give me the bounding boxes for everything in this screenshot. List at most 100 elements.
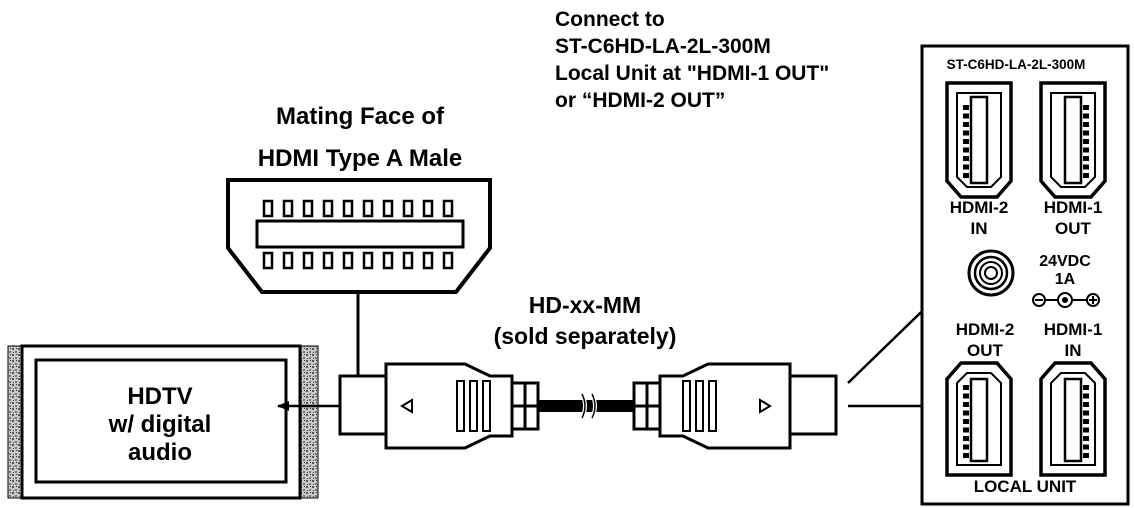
port-contact xyxy=(963,139,969,144)
port-contact xyxy=(1083,419,1089,424)
hdmi-2-in-label-1: HDMI-2 xyxy=(950,198,1009,217)
bottom-pin-row xyxy=(262,251,454,270)
connector-pin xyxy=(442,199,454,218)
port-contact xyxy=(963,122,969,127)
connector-pin xyxy=(422,251,434,270)
port-contact xyxy=(1083,122,1089,127)
port-contact xyxy=(963,105,969,110)
hdmi-cable xyxy=(338,362,838,450)
hdmi-1-in-label-1: HDMI-1 xyxy=(1044,320,1103,339)
port-contact xyxy=(1083,130,1089,136)
port-contact xyxy=(963,130,969,136)
connector-pin xyxy=(302,199,314,218)
hdmi-2-out-label-1: HDMI-2 xyxy=(956,320,1015,339)
port-contact xyxy=(1083,139,1089,144)
connect-note-line2: ST-C6HD-LA-2L-300M xyxy=(555,35,771,58)
connector-pin xyxy=(282,199,294,218)
port-contact xyxy=(963,427,969,433)
hdmi-2-out-label-2: OUT xyxy=(967,341,1004,360)
mating-face-line1: Mating Face of xyxy=(276,103,445,130)
port-contact xyxy=(963,173,969,178)
hdtv-line1: HDTV xyxy=(127,383,192,410)
connector-pin xyxy=(442,251,454,270)
hdmi-2-in-label-2: IN xyxy=(971,219,988,238)
port-contact xyxy=(963,436,969,441)
connector-pin xyxy=(322,251,334,270)
port-contact xyxy=(963,113,969,119)
port-contact xyxy=(1083,402,1089,407)
port-contact xyxy=(963,393,969,399)
top-pin-row xyxy=(262,199,454,218)
left-plug-body xyxy=(384,362,514,450)
connector-pin xyxy=(302,251,314,270)
right-plug-tip xyxy=(788,374,838,436)
connector-pin xyxy=(402,199,414,218)
power-jack xyxy=(967,249,1015,297)
connector-pin xyxy=(362,251,374,270)
hdmi-1-out-label-1: HDMI-1 xyxy=(1044,198,1103,217)
connector-pin xyxy=(402,251,414,270)
cable-label: HD-xx-MM (sold separately) xyxy=(494,292,677,349)
port-contact xyxy=(1083,113,1089,119)
connect-note-line4: or “HDMI-2 OUT” xyxy=(555,89,725,112)
hdtv-line3: audio xyxy=(128,439,192,466)
port-contact xyxy=(963,164,969,170)
connector-pin xyxy=(342,199,354,218)
hdmi-mating-face xyxy=(226,178,492,376)
power-label-current: 1A xyxy=(1055,271,1076,288)
port-contact xyxy=(1083,164,1089,170)
port-contact xyxy=(963,385,969,390)
local-unit-model: ST-C6HD-LA-2L-300M xyxy=(947,57,1086,72)
port-contact xyxy=(963,147,969,153)
connector-pin xyxy=(262,251,274,270)
port-contact xyxy=(1083,105,1089,110)
connector-pin xyxy=(262,199,274,218)
port-contact xyxy=(1083,147,1089,153)
cable-label-line1: HD-xx-MM xyxy=(529,292,641,318)
port-contact xyxy=(1083,444,1089,450)
hdtv-line2: w/ digital xyxy=(108,411,212,438)
mating-face-line2: HDMI Type A Male xyxy=(258,145,462,172)
port-contact xyxy=(1083,436,1089,441)
port-contact xyxy=(1083,453,1089,458)
connector-pin xyxy=(282,251,294,270)
cable-label-line2: (sold separately) xyxy=(494,323,677,349)
hdtv: HDTV w/ digital audio xyxy=(7,344,319,500)
connector-pin xyxy=(382,251,394,270)
connector-pin xyxy=(342,251,354,270)
port-contact xyxy=(963,444,969,450)
port-contact xyxy=(963,156,969,161)
port-contact xyxy=(1083,385,1089,390)
left-plug-tip xyxy=(338,374,388,436)
local-unit-footer: LOCAL UNIT xyxy=(974,477,1077,496)
connector-pin xyxy=(322,199,334,218)
connector-pin xyxy=(422,199,434,218)
connect-note: Connect to ST-C6HD-LA-2L-300M Local Unit… xyxy=(555,8,829,112)
connector-pin xyxy=(382,199,394,218)
port-contact xyxy=(1083,173,1089,178)
port-contact xyxy=(1083,393,1089,399)
hdmi-1-in-label-2: IN xyxy=(1065,341,1082,360)
port-contact xyxy=(1083,410,1089,416)
port-contact xyxy=(963,402,969,407)
port-contact xyxy=(963,410,969,416)
hdmi-1-in-port xyxy=(1039,361,1107,477)
power-label-voltage: 24VDC xyxy=(1039,253,1091,270)
hdmi-1-out-port xyxy=(1039,81,1107,199)
port-contact xyxy=(963,453,969,458)
port-contact xyxy=(963,419,969,424)
local-unit-panel: ST-C6HD-LA-2L-300M HDMI-2 IN HDMI-1 OUT … xyxy=(920,44,1130,506)
connect-note-line1: Connect to xyxy=(555,8,665,31)
hdmi-2-out-port xyxy=(945,361,1013,477)
port-contact xyxy=(1083,427,1089,433)
right-plug-body xyxy=(658,362,792,450)
port-contact xyxy=(1083,156,1089,161)
polarity-symbol xyxy=(1032,292,1100,308)
mating-face-title: Mating Face of HDMI Type A Male xyxy=(258,103,462,172)
hdmi-1-out-label-2: OUT xyxy=(1055,219,1092,238)
connector-pin xyxy=(362,199,374,218)
connect-note-line3: Local Unit at "HDMI-1 OUT" xyxy=(555,62,829,85)
hdmi-2-in-port xyxy=(945,81,1013,199)
